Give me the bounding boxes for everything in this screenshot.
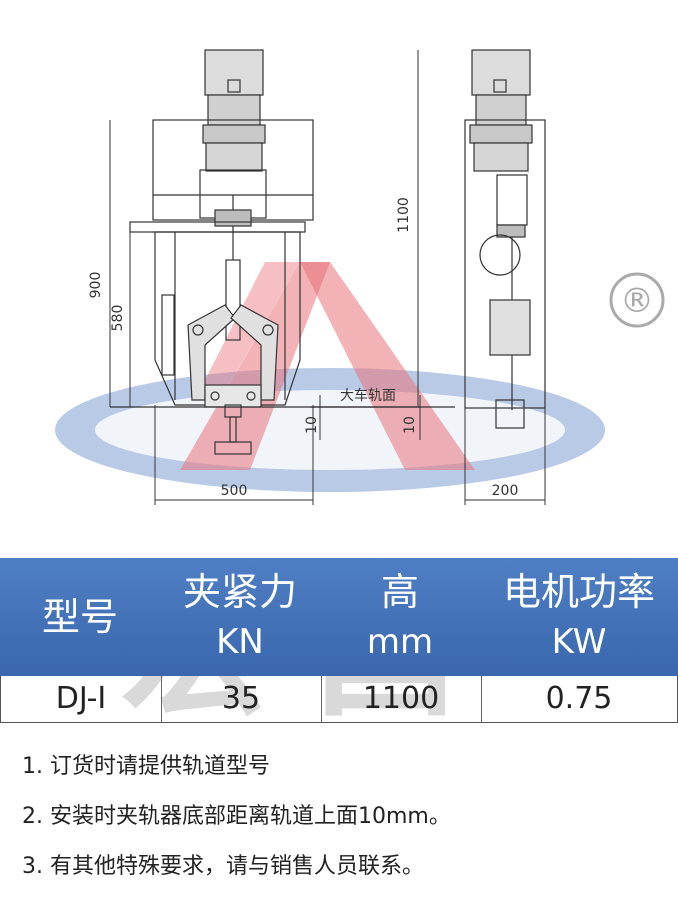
cell-force: 35	[221, 681, 261, 716]
header-power: 电机功率 KW	[502, 570, 655, 662]
rail-surface-label: 大车轨面	[340, 387, 396, 404]
cell-model: DJ-I	[55, 681, 107, 716]
cell-power: 0.75	[545, 681, 613, 716]
cell-height: 1100	[362, 681, 440, 716]
technical-drawing: ®	[55, 49, 665, 505]
notes-list: 1. 订货时请提供轨道型号 2. 安装时夹轨器底部距离轨道上面10mm。 3. …	[22, 752, 662, 902]
note-item: 3. 有其他特殊要求，请与销售人员联系。	[22, 854, 424, 879]
header-model: 型号	[41, 595, 118, 639]
registered-mark-icon: ®	[609, 272, 665, 328]
table-header: 型号 夹紧力 KN 高 mm 电机功率 KW	[0, 558, 678, 676]
logo-watermark-icon	[55, 262, 605, 492]
dim-200-label: 200	[492, 483, 519, 499]
dim-900-label: 900	[88, 272, 104, 299]
table-row: DJ-I 35 1100 0.75	[0, 676, 678, 723]
spec-table: 型号 夹紧力 KN 高 mm 电机功率 KW DJ-I 35 1100 0.75	[0, 558, 678, 723]
dim-580-label: 580	[110, 305, 126, 332]
side-view	[464, 49, 546, 429]
header-height: 高 mm	[366, 570, 434, 662]
front-view	[110, 49, 455, 455]
note-item: 2. 安装时夹轨器底部距离轨道上面10mm。	[22, 804, 451, 829]
dim-gap-left-label: 10	[304, 416, 320, 434]
dim-gap-right-label: 10	[402, 416, 418, 434]
header-force: 夹紧力 KN	[182, 570, 297, 662]
dim-500-label: 500	[221, 483, 248, 499]
note-item: 1. 订货时请提供轨道型号	[22, 754, 270, 779]
dim-1100-label: 1100	[396, 197, 412, 233]
svg-text:®: ®	[620, 281, 654, 321]
